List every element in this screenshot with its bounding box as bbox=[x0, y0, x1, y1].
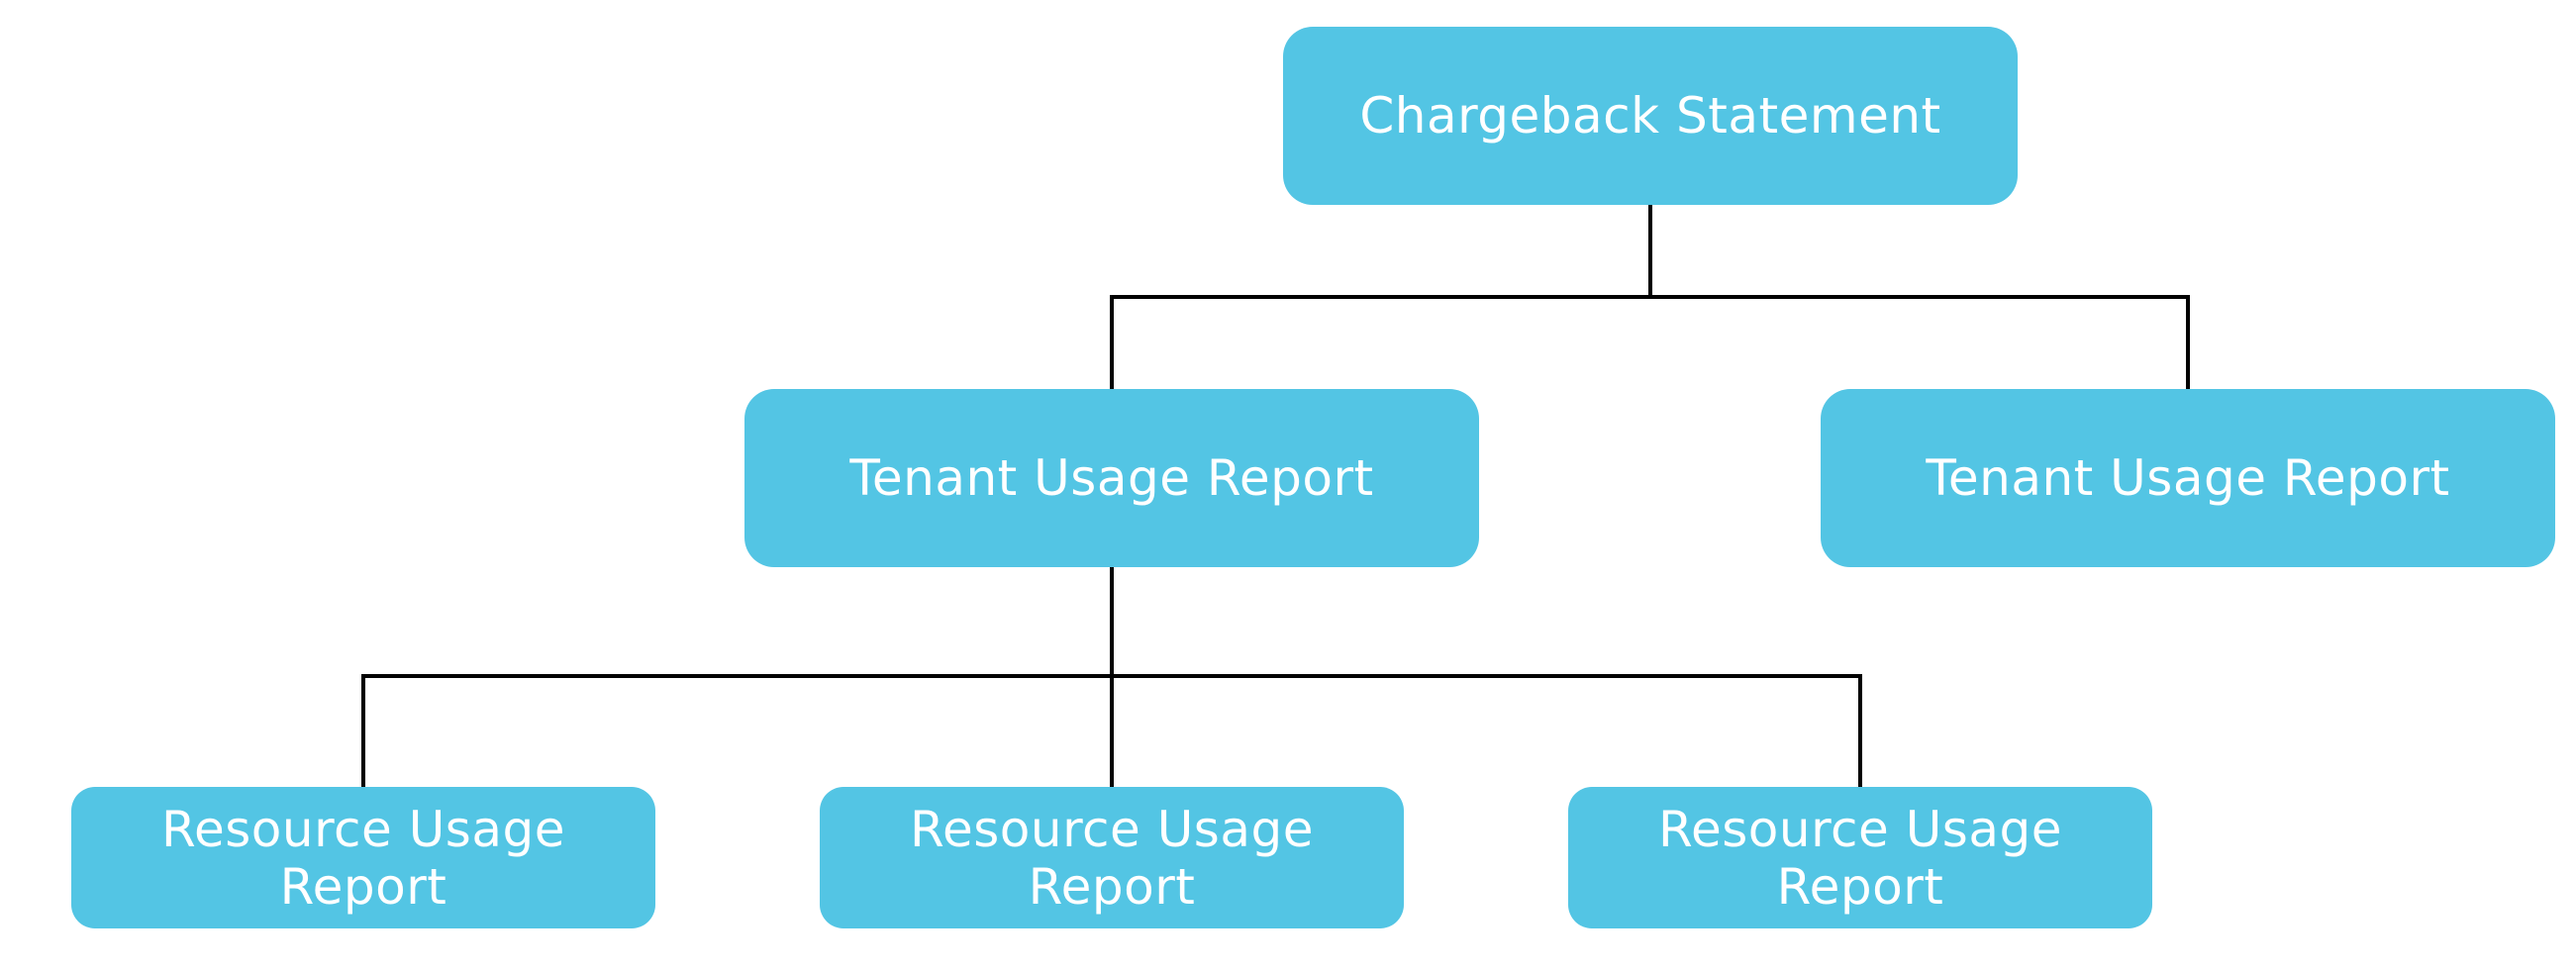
node-resource-usage-report: Resource Usage Report bbox=[820, 787, 1404, 928]
node-label: Resource Usage Report bbox=[1658, 800, 2062, 916]
node-tenant-usage-report: Tenant Usage Report bbox=[744, 389, 1479, 567]
node-label: Chargeback Statement bbox=[1359, 87, 1941, 145]
node-chargeback-statement: Chargeback Statement bbox=[1283, 27, 2018, 205]
node-label: Tenant Usage Report bbox=[849, 449, 1374, 507]
node-label: Resource Usage Report bbox=[910, 800, 1314, 916]
node-label: Resource Usage Report bbox=[161, 800, 565, 916]
node-label: Tenant Usage Report bbox=[1926, 449, 2450, 507]
node-resource-usage-report: Resource Usage Report bbox=[71, 787, 655, 928]
node-tenant-usage-report: Tenant Usage Report bbox=[1821, 389, 2555, 567]
node-resource-usage-report: Resource Usage Report bbox=[1568, 787, 2152, 928]
